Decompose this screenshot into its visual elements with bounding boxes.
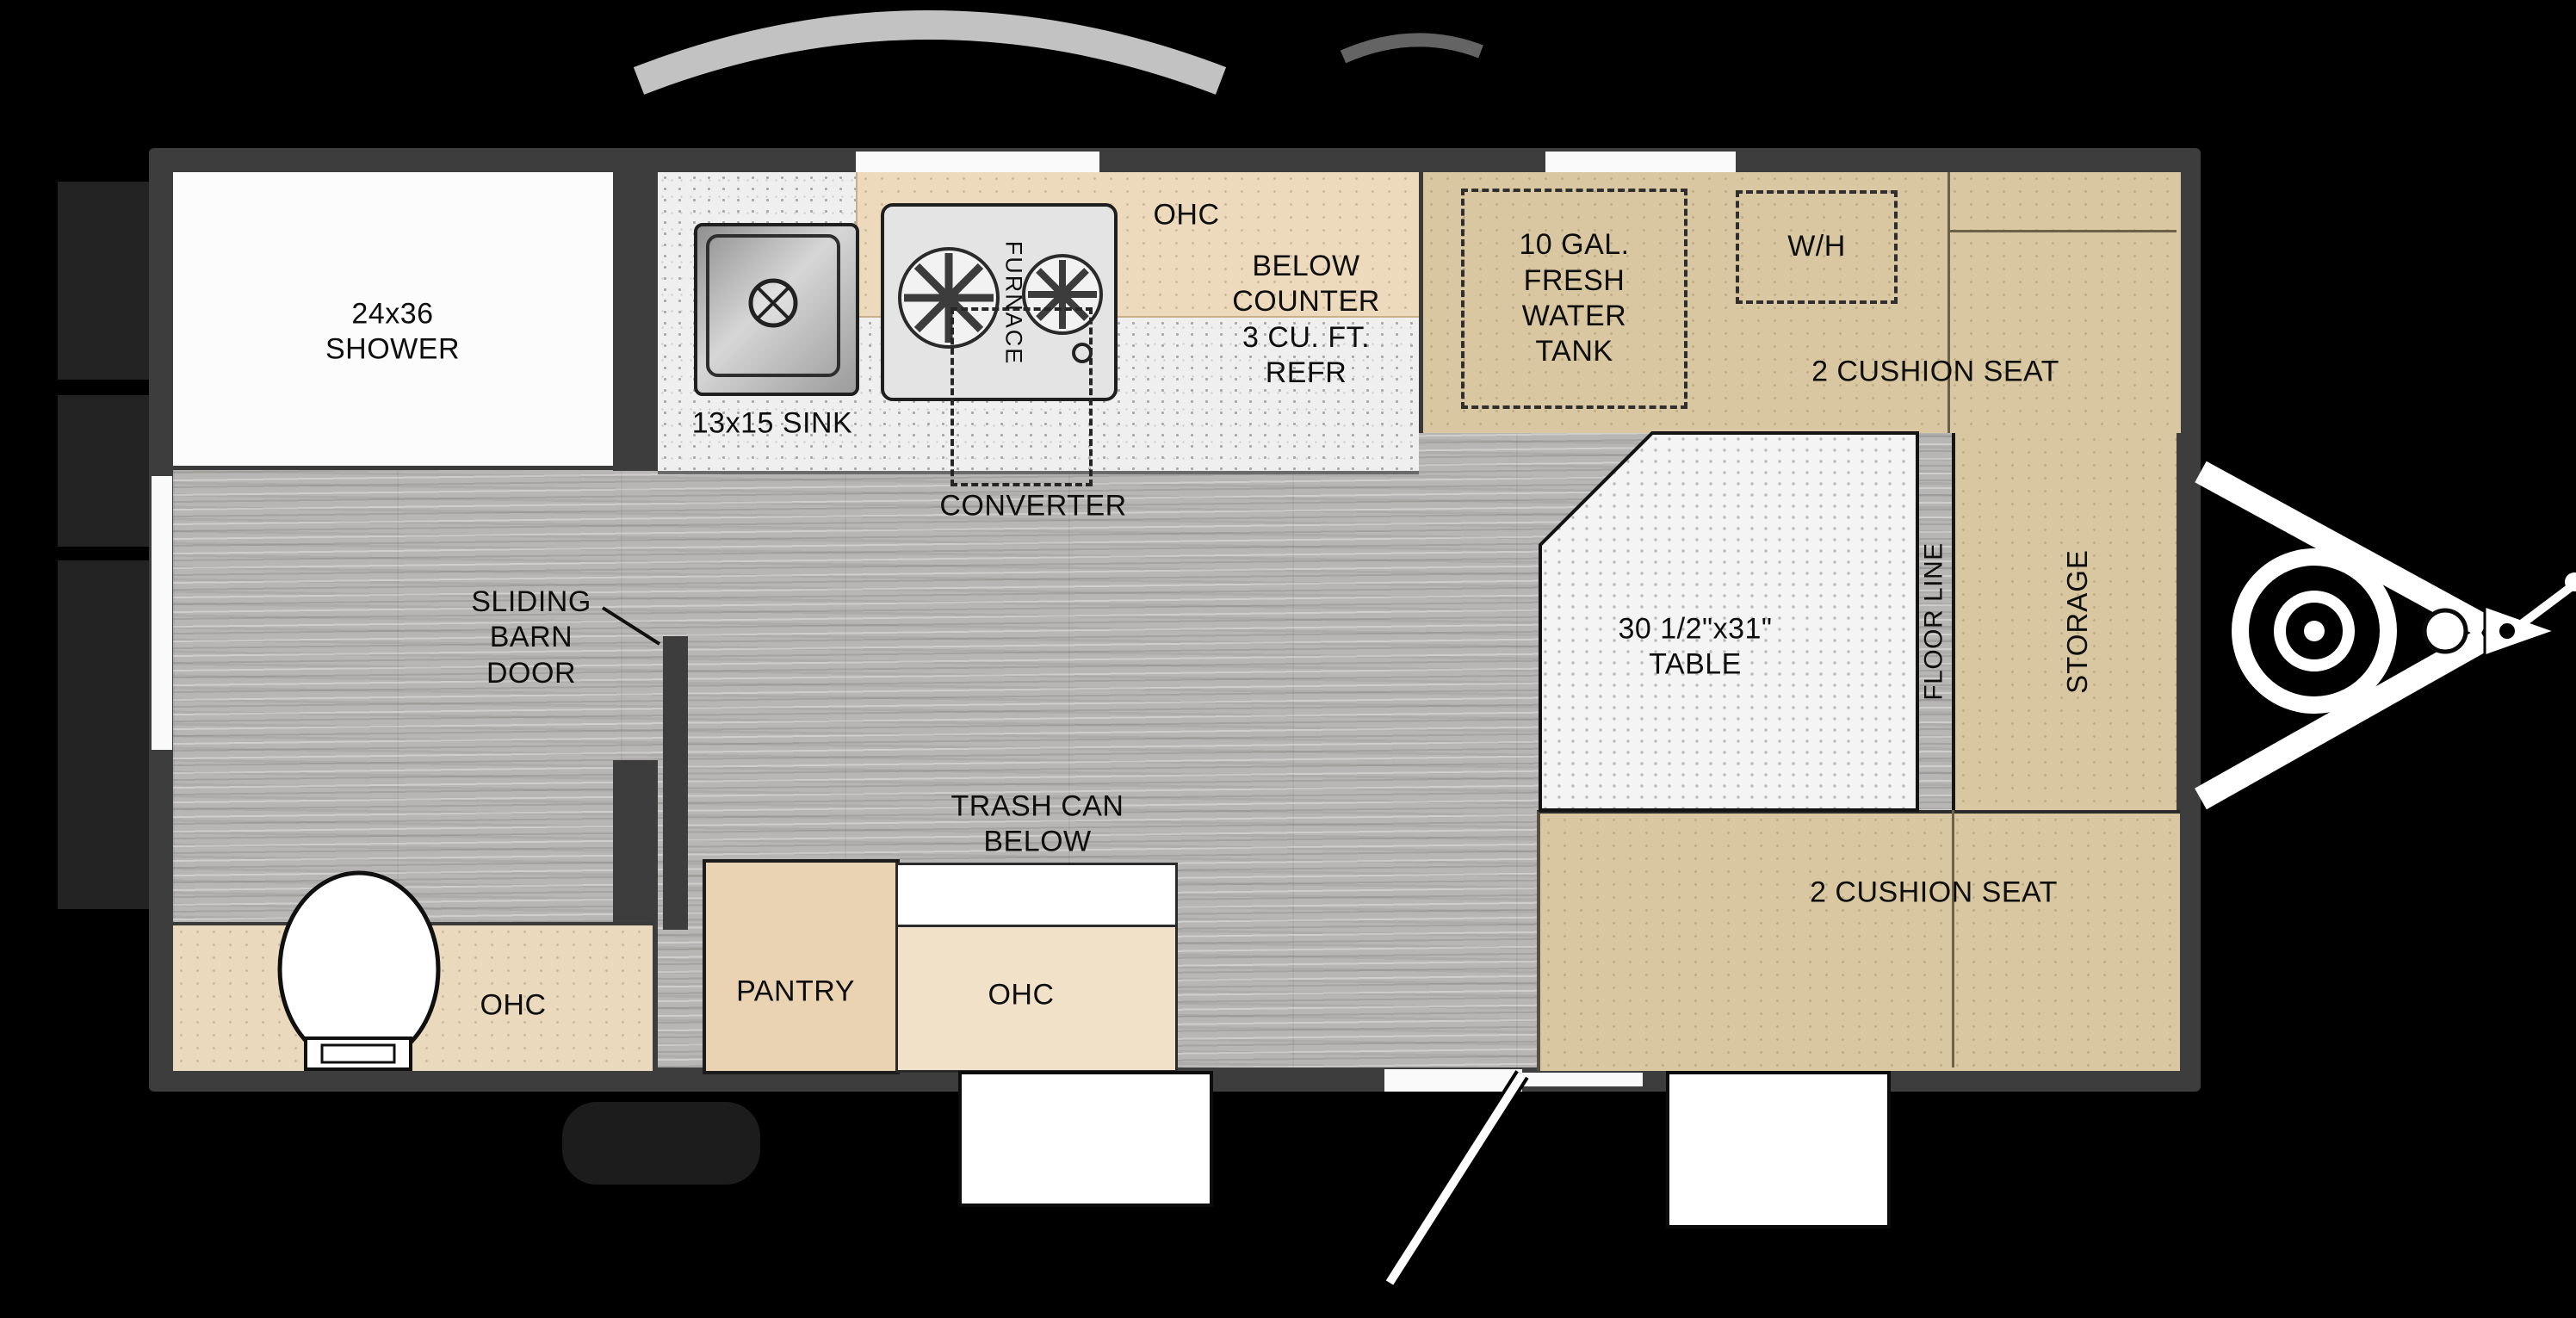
seat-divider-line <box>1947 172 1950 433</box>
galley-ohc-cabinet <box>895 925 1178 1073</box>
kitchen-sink <box>694 223 859 396</box>
pantry-cabinet <box>703 859 900 1074</box>
trash-can-label: TRASH CAN BELOW <box>951 789 1124 858</box>
ohc-bath-label: OHC <box>480 988 547 1022</box>
exterior-trim-block <box>58 560 149 909</box>
window <box>152 476 172 750</box>
furnace-label: FURNACE <box>1000 240 1027 366</box>
storage-cabinet <box>1955 433 2177 810</box>
sink-label: 13x15 SINK <box>691 406 853 440</box>
entry-door-opening <box>1384 1069 1522 1092</box>
window <box>856 152 1099 172</box>
seat-bottom-label: 2 CUSHION SEAT <box>1810 876 2058 909</box>
seat-top-label: 2 CUSHION SEAT <box>1811 355 2059 388</box>
refrigerator-label: BELOW COUNTER 3 CU. FT. REFR <box>1232 250 1380 390</box>
exterior-step <box>958 1071 1213 1207</box>
sliding-barn-door-label: SLIDING BARN DOOR <box>471 585 591 690</box>
entry-door-swing <box>1383 1070 1529 1287</box>
dinette-bottom-bench <box>1537 810 2180 1071</box>
floor-line-label: FLOOR LINE <box>1919 542 1948 701</box>
bath-ohc-strip <box>173 922 653 1071</box>
shower-room <box>173 172 613 470</box>
floor-line-rule <box>1952 433 1955 810</box>
entry-steps <box>1666 1071 1891 1228</box>
ohc-kitchen-label: OHC <box>1153 198 1220 232</box>
exterior-trim-block <box>58 182 149 380</box>
bath-wall-upper <box>613 172 658 471</box>
underbody-tank <box>562 1102 760 1185</box>
ohc-galley-label: OHC <box>988 978 1055 1012</box>
sliding-barn-door-panel <box>663 636 688 930</box>
shower-label: 24x36 SHOWER <box>325 297 460 366</box>
kitchen-ohc-strip <box>856 172 1421 318</box>
fresh-water-tank-box: 10 GAL. FRESH WATER TANK <box>1461 189 1687 409</box>
exterior-trim-block <box>58 395 149 547</box>
roof-arc-watermark <box>633 10 1483 95</box>
storage-label: STORAGE <box>2060 549 2093 694</box>
trailer-tongue <box>2195 461 2576 810</box>
converter-box <box>951 307 1093 486</box>
window <box>1545 152 1736 172</box>
water-heater-label: W/H <box>1787 230 1846 263</box>
seat-divider-line <box>1952 810 1954 1067</box>
trash-can-box <box>895 863 1178 930</box>
converter-label: CONVERTER <box>939 489 1127 523</box>
door-sill <box>1522 1073 1643 1086</box>
water-heater-box: W/H <box>1736 190 1898 304</box>
seat-divider-line <box>1947 230 2177 232</box>
pantry-label: PANTRY <box>736 975 855 1008</box>
table-label: 30 1/2"x31" TABLE <box>1618 612 1773 681</box>
fresh-water-tank-label: 10 GAL. FRESH WATER TANK <box>1519 228 1630 368</box>
